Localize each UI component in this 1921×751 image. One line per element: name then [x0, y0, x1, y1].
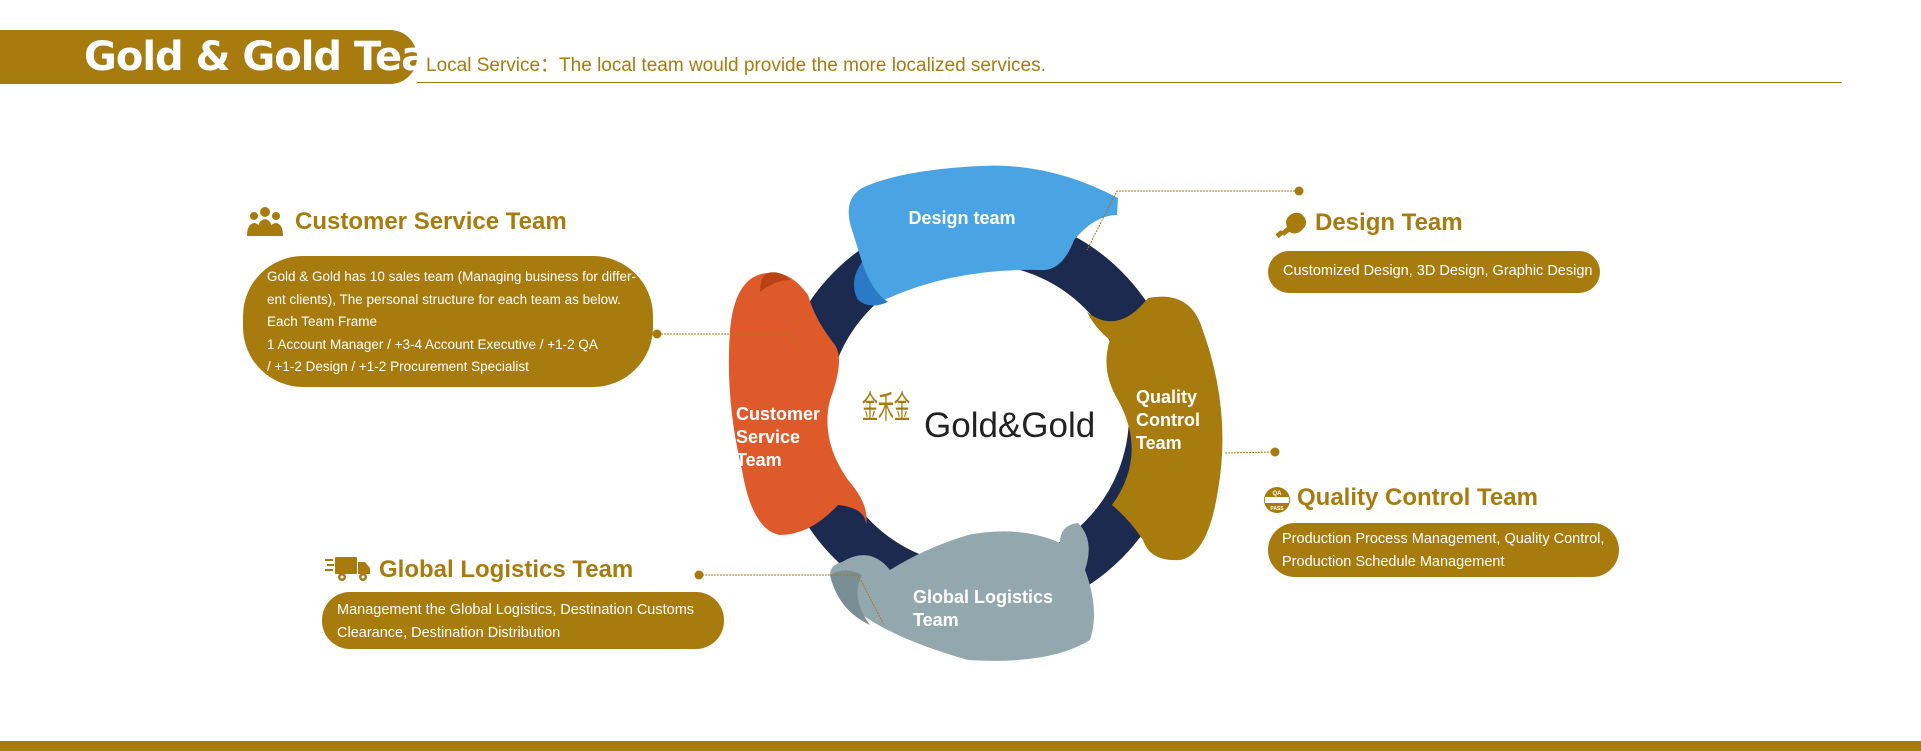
ring-segment-logistics: Global Logistics Team — [830, 523, 1094, 661]
connector-quality — [1224, 451, 1276, 454]
page-subtitle: Local Service：The local team would provi… — [426, 55, 1046, 76]
connector-dot-quality — [1270, 447, 1280, 457]
header-divider — [417, 82, 1842, 83]
connector-dot-customer — [652, 329, 662, 339]
connector-logistics — [699, 574, 885, 626]
ring-label-logistics: Global Logistics Team — [913, 587, 1058, 630]
connector-dot-design — [1294, 186, 1304, 196]
connector-design — [1086, 190, 1298, 251]
global-logistics-description: Management the Global Logistics, Destina… — [322, 592, 724, 649]
ring-label-quality: Quality Control Team — [1136, 387, 1205, 453]
header-band — [0, 30, 417, 84]
lightbulb-icon — [1275, 212, 1307, 238]
ring-segment-design: Design team — [848, 165, 1118, 306]
logo-wordmark: Gold&Gold — [924, 406, 1095, 445]
quality-control-description: Production Process Management, Quality C… — [1268, 523, 1619, 577]
delivery-truck-icon — [325, 557, 370, 581]
ring-segment-customer: Customer Service Team — [728, 272, 867, 535]
ring-label-customer: Customer Service Team — [736, 404, 825, 470]
design-description: Customized Design, 3D Design, Graphic De… — [1268, 251, 1600, 293]
center-logo: 金禾金 Gold&Gold — [862, 388, 1095, 445]
quality-control-title: Quality Control Team — [1297, 484, 1538, 511]
logo-chinese-mark: 金禾金 — [862, 388, 910, 426]
customer-service-description: Gold & Gold has 10 sales team (Managing … — [243, 256, 653, 387]
connector-dot-logistics — [694, 570, 704, 580]
customer-service-title: Customer Service Team — [295, 208, 567, 235]
svg-text:PASS: PASS — [1270, 506, 1284, 512]
ring-center — [828, 265, 1128, 565]
ring-segment-quality: Quality Control Team — [1087, 296, 1223, 561]
connector-customer — [658, 333, 801, 346]
footer-bar — [0, 741, 1921, 751]
page-title: Gold & Gold Team — [84, 34, 469, 80]
design-title: Design Team — [1315, 209, 1463, 236]
ring-label-design: Design team — [908, 208, 1015, 228]
global-logistics-title: Global Logistics Team — [379, 556, 634, 583]
svg-text:QA: QA — [1273, 491, 1283, 497]
qa-pass-badge-icon: QA PASS — [1264, 487, 1290, 513]
connector-lines — [658, 190, 1298, 626]
people-icon — [247, 207, 283, 236]
